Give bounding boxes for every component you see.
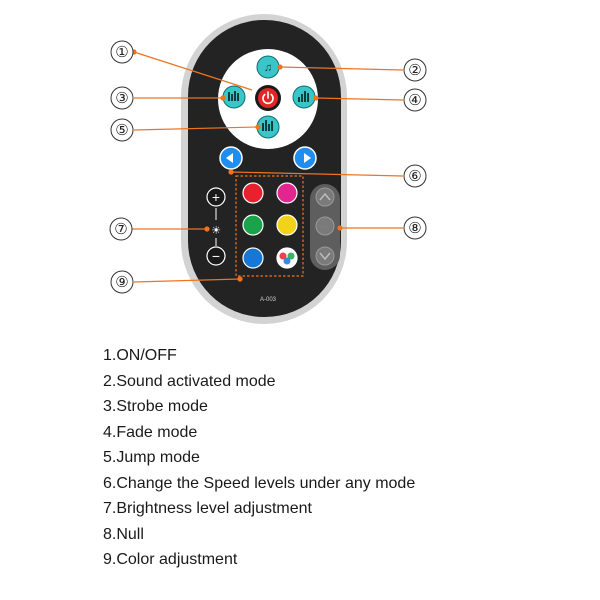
color-button[interactable]: [276, 182, 298, 204]
svg-text:②: ②: [408, 61, 421, 79]
callout-8: ⑧: [403, 216, 427, 240]
legend-item: 9.Color adjustment: [103, 551, 238, 568]
legend-item: 3.Strobe mode: [103, 398, 208, 415]
jump-icon: [262, 120, 273, 131]
leader-4: [315, 97, 404, 101]
callout-5: ⑤: [110, 118, 134, 142]
fade-mode-button[interactable]: [292, 85, 316, 109]
leader-9: [133, 278, 241, 283]
speed-down-button[interactable]: [219, 146, 243, 170]
minus-icon: −: [212, 248, 220, 264]
brightness-sun-icon: ☀: [211, 225, 221, 237]
svg-text:④: ④: [408, 91, 421, 109]
callout-7: ⑦: [109, 217, 133, 241]
svg-text:⑨: ⑨: [115, 273, 128, 291]
svg-text:③: ③: [115, 89, 128, 107]
arrow-left-icon: [226, 153, 233, 163]
callout-2: ②: [403, 58, 427, 82]
brightness-minus-button[interactable]: −: [206, 246, 226, 266]
null-middle-mark: • • •: [322, 224, 329, 229]
color-button[interactable]: [242, 247, 264, 269]
plus-icon: +: [212, 189, 220, 205]
power-icon: [262, 91, 274, 105]
speed-up-button[interactable]: [293, 146, 317, 170]
jump-mode-button[interactable]: [256, 115, 280, 139]
null-button-group: • • •: [310, 184, 340, 270]
remote-diagram: ♫: [109, 14, 427, 324]
leader-2: [279, 66, 404, 71]
chevron-down-icon: [319, 252, 331, 261]
svg-text:⑥: ⑥: [408, 167, 421, 185]
strobe-mode-button[interactable]: [222, 85, 246, 109]
color-grid-frame: [235, 175, 304, 277]
rgb-wheel-icon: [279, 252, 287, 260]
music-note-icon: ♫: [264, 62, 272, 74]
legend-item: 2.Sound activated mode: [103, 372, 276, 390]
callout-6: ⑥: [403, 164, 427, 188]
callout-4: ④: [403, 88, 427, 112]
brightness-plus-button[interactable]: +: [206, 187, 226, 207]
leader-1: [133, 51, 253, 91]
null-down-button[interactable]: [315, 246, 335, 266]
legend-item: 6.Change the Speed levels under any mode: [103, 474, 416, 492]
rgb-wheel-icon: [287, 252, 295, 260]
function-legend: 1.ON/OFF 2.Sound activated mode 3.Strobe…: [103, 343, 415, 573]
callout-numbers: ① ③ ⑤ ⑦ ⑨ ② ④ ⑥ ⑧: [109, 40, 427, 294]
null-up-button[interactable]: [315, 187, 335, 207]
color-button[interactable]: [276, 214, 298, 236]
sound-mode-button[interactable]: ♫: [256, 55, 280, 79]
strobe-icon: [228, 91, 239, 101]
rgb-wheel-icon: [283, 257, 291, 265]
callout-3: ③: [110, 86, 134, 110]
legend-item: 1.ON/OFF: [103, 347, 177, 364]
svg-text:⑤: ⑤: [115, 121, 128, 139]
callout-1: ①: [110, 40, 134, 64]
svg-text:①: ①: [115, 43, 128, 61]
legend-item: 4.Fade mode: [103, 423, 198, 441]
color-button[interactable]: [242, 182, 264, 204]
power-button[interactable]: [255, 85, 281, 111]
color-wheel-button[interactable]: [276, 247, 298, 269]
callout-leaders: [131, 49, 404, 283]
arrow-right-icon: [304, 153, 311, 163]
leader-5: [133, 126, 259, 131]
null-middle-button[interactable]: • • •: [315, 216, 335, 236]
chevron-up-icon: [319, 192, 331, 201]
legend-item: 5.Jump mode: [103, 449, 200, 466]
legend-item: 8.Null: [103, 525, 144, 543]
svg-text:⑧: ⑧: [408, 219, 421, 237]
callout-9: ⑨: [110, 270, 134, 294]
leader-6: [230, 171, 404, 177]
model-label: A-003: [260, 297, 277, 303]
legend-item: 7.Brightness level adjustment: [103, 500, 312, 517]
color-button[interactable]: [242, 214, 264, 236]
fade-icon: [298, 91, 309, 102]
svg-text:⑦: ⑦: [114, 220, 127, 238]
remote-control: ♫: [181, 14, 347, 324]
color-button-grid: [242, 182, 298, 269]
